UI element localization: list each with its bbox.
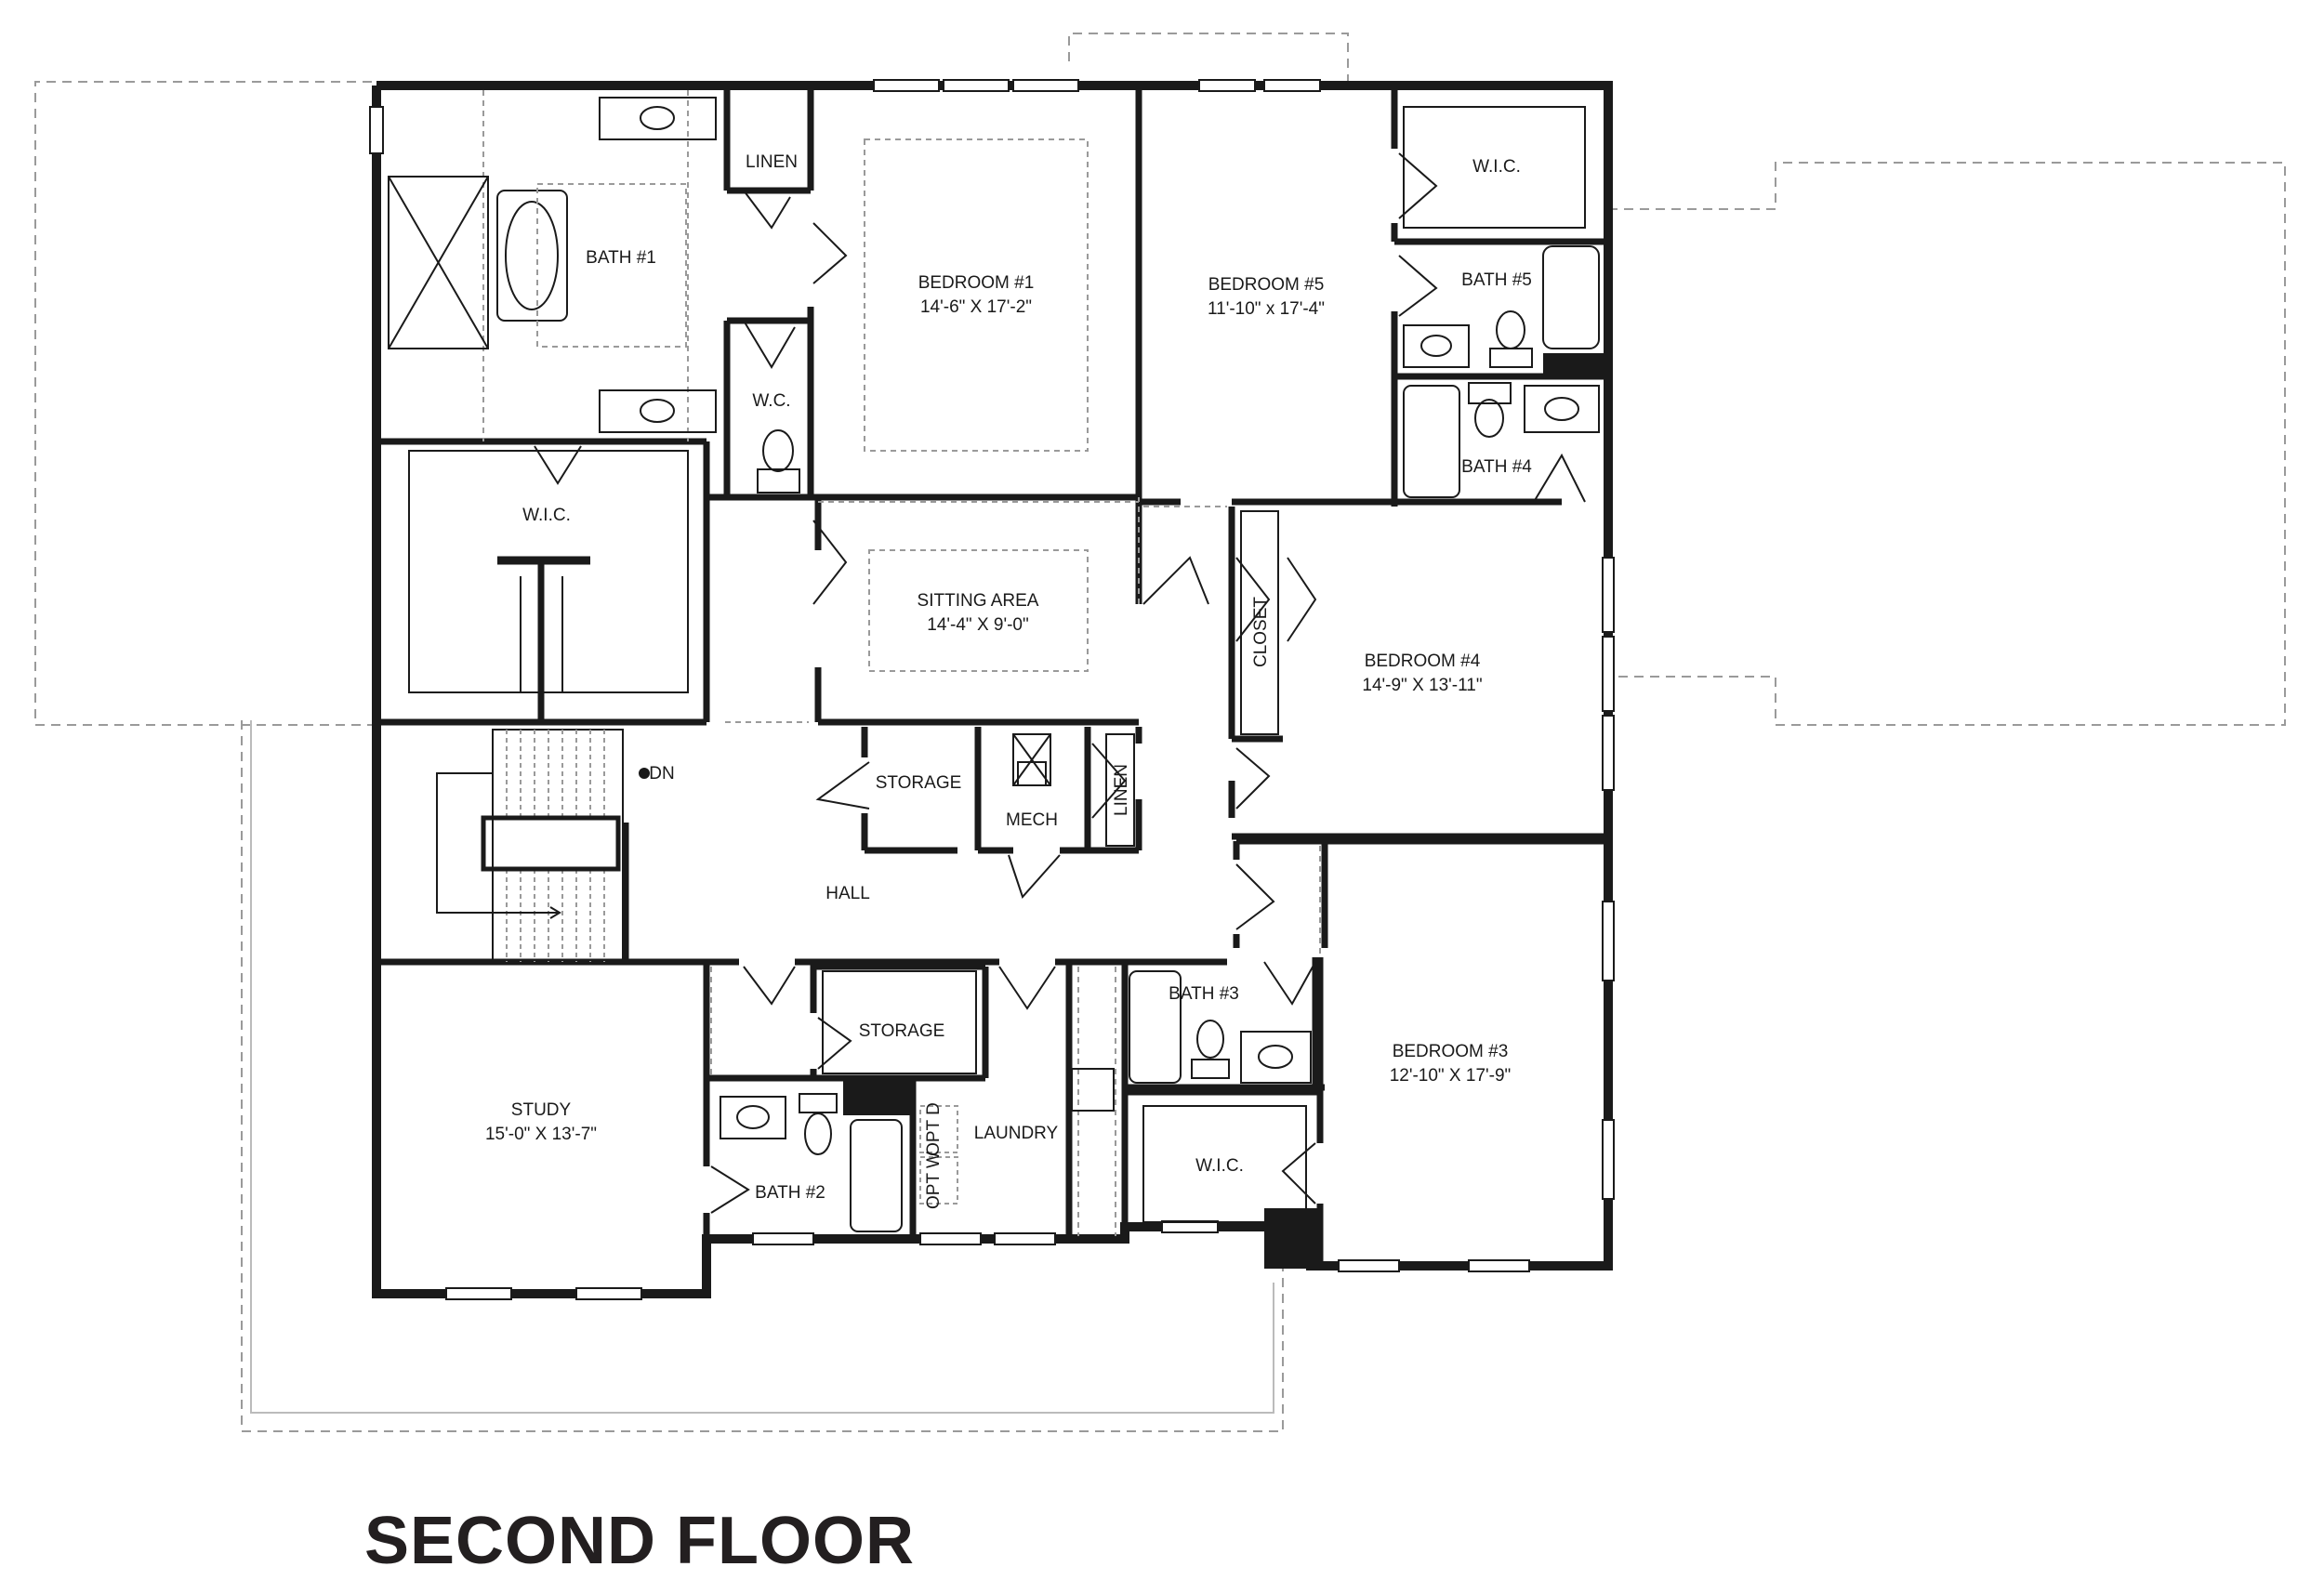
label-study-size: 15'-0" X 13'-7" bbox=[485, 1125, 597, 1144]
label-bedroom3-size: 12'-10" X 17'-9" bbox=[1390, 1066, 1512, 1086]
label-bedroom4: BEDROOM #4 bbox=[1365, 652, 1481, 671]
label-opt-d: OPT D bbox=[924, 1102, 944, 1156]
label-opt-w: OPT W bbox=[924, 1152, 944, 1209]
label-wic-b3: W.I.C. bbox=[1195, 1156, 1244, 1176]
label-bedroom1: BEDROOM #1 bbox=[918, 273, 1035, 293]
windows bbox=[369, 79, 1615, 1300]
label-storage-hall: STORAGE bbox=[876, 773, 962, 793]
label-bedroom4-size: 14'-9" X 13'-11" bbox=[1362, 676, 1482, 695]
label-linen-hall: LINEN bbox=[1112, 764, 1131, 816]
openings bbox=[482, 90, 1321, 1236]
label-bedroom5: BEDROOM #5 bbox=[1208, 275, 1325, 295]
label-sitting: SITTING AREA bbox=[918, 591, 1039, 611]
label-bedroom5-size: 11'-10" x 17'-4" bbox=[1208, 299, 1325, 319]
fixtures bbox=[388, 97, 1600, 1232]
label-dn: DN bbox=[649, 764, 674, 783]
label-wic-master: W.I.C. bbox=[522, 506, 571, 525]
label-bath3: BATH #3 bbox=[1169, 984, 1239, 1004]
label-wic-b5: W.I.C. bbox=[1472, 157, 1521, 177]
plan-title: SECOND FLOOR bbox=[364, 1504, 916, 1578]
label-mech: MECH bbox=[1006, 810, 1058, 830]
label-bath2: BATH #2 bbox=[755, 1183, 825, 1203]
door-swings bbox=[534, 152, 1586, 1214]
label-hall: HALL bbox=[825, 884, 870, 903]
label-bedroom1-size: 14'-6" X 17'-2" bbox=[920, 297, 1032, 317]
label-bath1: BATH #1 bbox=[586, 248, 656, 268]
label-linen-top: LINEN bbox=[746, 152, 798, 172]
label-wc: W.C. bbox=[752, 391, 790, 411]
label-study: STUDY bbox=[511, 1100, 572, 1120]
label-bath4: BATH #4 bbox=[1461, 457, 1532, 477]
label-bath5: BATH #5 bbox=[1461, 270, 1532, 290]
dashed-outlines bbox=[34, 33, 2286, 1432]
label-bedroom3: BEDROOM #3 bbox=[1393, 1042, 1509, 1061]
room-labels: BATH #1 LINEN W.C. BEDROOM #1 14'-6" X 1… bbox=[485, 152, 1532, 1209]
label-sitting-size: 14'-4" X 9'-0" bbox=[927, 615, 1028, 635]
interior-walls bbox=[376, 86, 1608, 1294]
label-closet: CLOSET bbox=[1251, 597, 1271, 667]
wall-fills bbox=[843, 353, 1608, 1269]
label-storage-lower: STORAGE bbox=[859, 1021, 945, 1041]
label-laundry: LAUNDRY bbox=[974, 1124, 1059, 1143]
